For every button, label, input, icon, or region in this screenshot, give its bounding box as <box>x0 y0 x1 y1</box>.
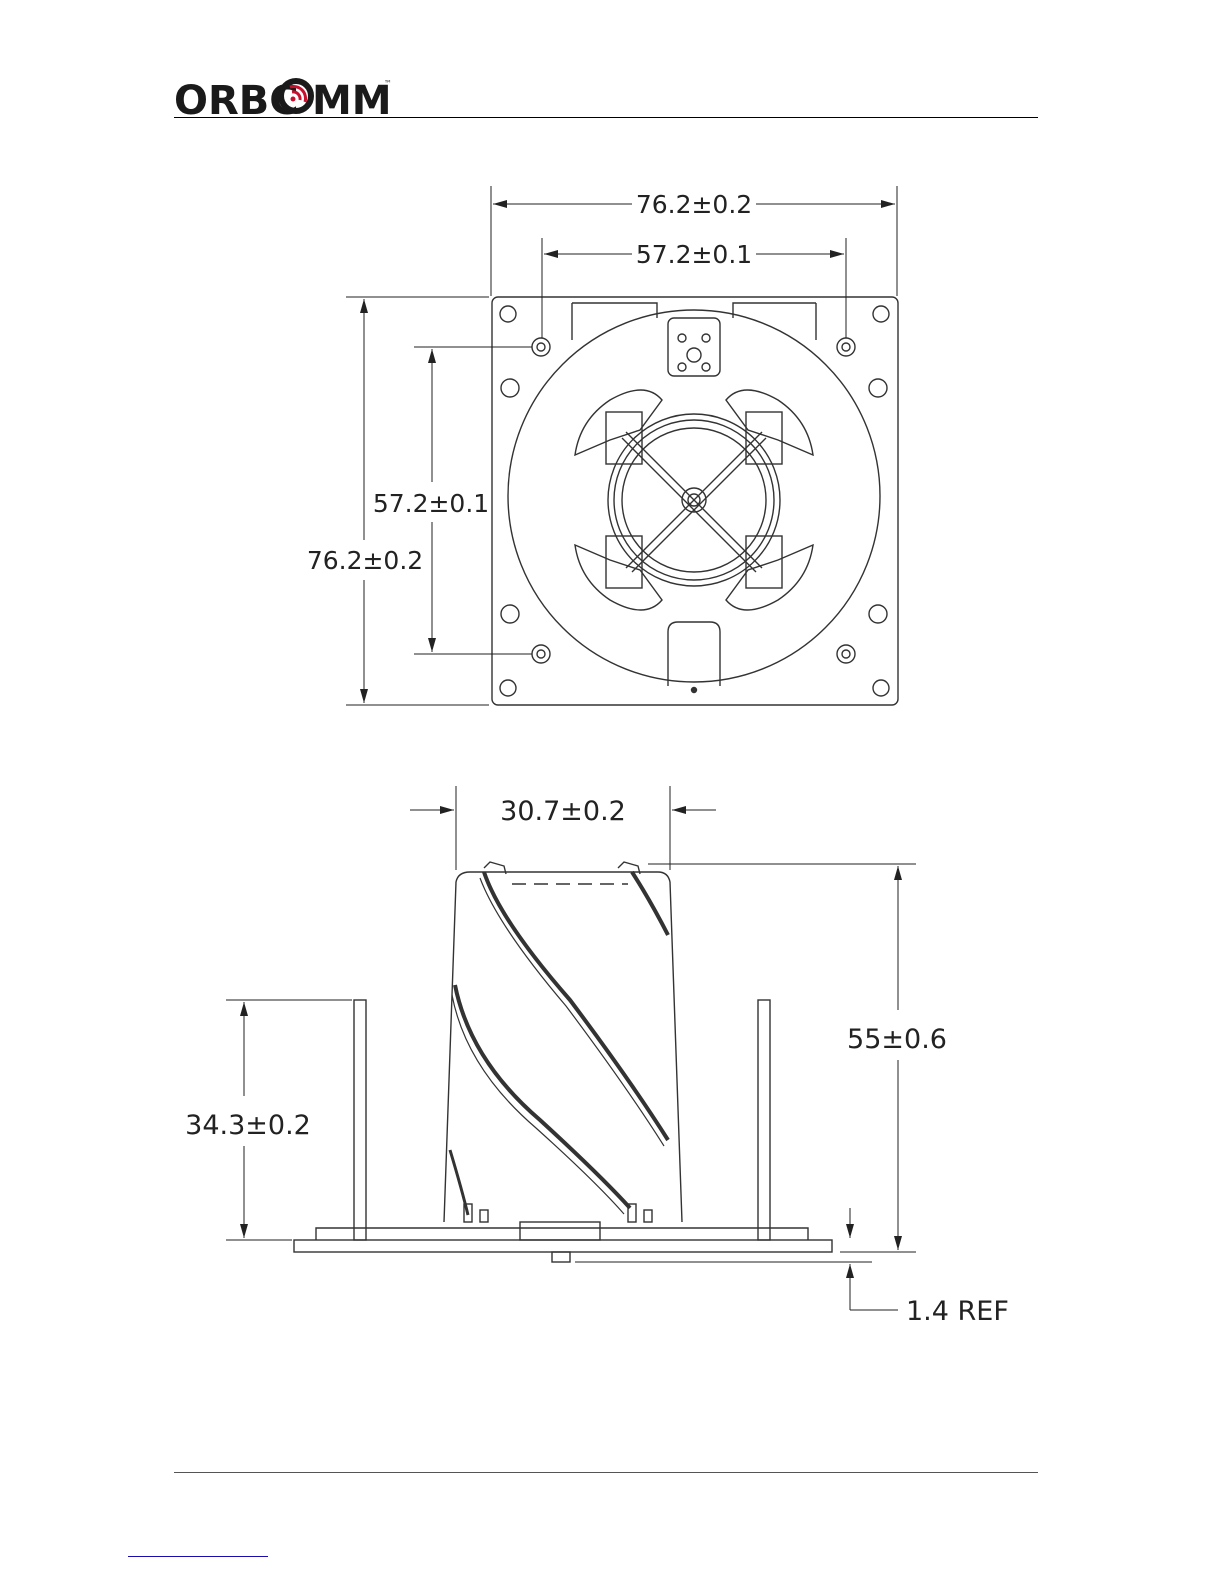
locator-dot <box>692 688 697 693</box>
bottom-notch <box>668 622 720 686</box>
outer-ring <box>508 310 880 682</box>
corner-hole <box>873 306 889 322</box>
mount-pin-left <box>354 1000 366 1240</box>
side-hole <box>501 605 519 623</box>
helix-winding-4 <box>450 1150 468 1215</box>
side-connector-pin <box>552 1252 570 1262</box>
top-right-tab <box>733 303 816 340</box>
dim-cylinder-diameter: 30.7±0.2 <box>500 796 626 827</box>
top-view <box>492 297 898 705</box>
side-ground-plane <box>316 1228 808 1240</box>
footer-link-underline[interactable] <box>128 1556 268 1557</box>
mount-hole-tl <box>532 338 550 356</box>
dim-width-overall: 76.2±0.2 <box>636 190 752 219</box>
dim-height-holes: 57.2±0.1 <box>373 489 489 518</box>
side-connector-housing <box>520 1222 600 1240</box>
helix-winding-3 <box>455 985 630 1208</box>
corner-hole <box>500 306 516 322</box>
dim-height-overall: 76.2±0.2 <box>307 546 423 575</box>
side-base-plate <box>294 1240 832 1252</box>
mount-hole-tr <box>837 338 855 356</box>
corner-hole <box>873 680 889 696</box>
side-hole <box>501 379 519 397</box>
dim-plate-thickness: 1.4 REF <box>906 1296 1009 1327</box>
side-view-labels: 30.7±0.2 55±0.6 34.3±0.2 1.4 REF <box>185 796 1009 1327</box>
mount-pin-right <box>758 1000 770 1240</box>
helix-winding-1 <box>484 872 668 1140</box>
top-left-tab <box>572 303 657 340</box>
dim-pin-height: 34.3±0.2 <box>185 1110 311 1141</box>
connector-block <box>668 318 720 376</box>
top-view-labels: 76.2±0.2 57.2±0.1 57.2±0.1 76.2±0.2 <box>307 190 752 575</box>
corner-hole <box>500 680 516 696</box>
dim-width-holes: 57.2±0.1 <box>636 240 752 269</box>
top-view-dimensions <box>346 186 897 705</box>
side-hole <box>869 605 887 623</box>
mount-hole-br <box>837 645 855 663</box>
side-view <box>294 862 832 1262</box>
footer-rule <box>174 1472 1038 1473</box>
helix-winding-2 <box>632 872 668 935</box>
mount-hole-bl <box>532 645 550 663</box>
pad-tr <box>726 390 813 455</box>
dim-total-height: 55±0.6 <box>847 1024 947 1055</box>
connector-center <box>687 348 701 362</box>
side-view-dimensions <box>226 786 916 1310</box>
pad-tl <box>575 390 662 455</box>
side-hole <box>869 379 887 397</box>
